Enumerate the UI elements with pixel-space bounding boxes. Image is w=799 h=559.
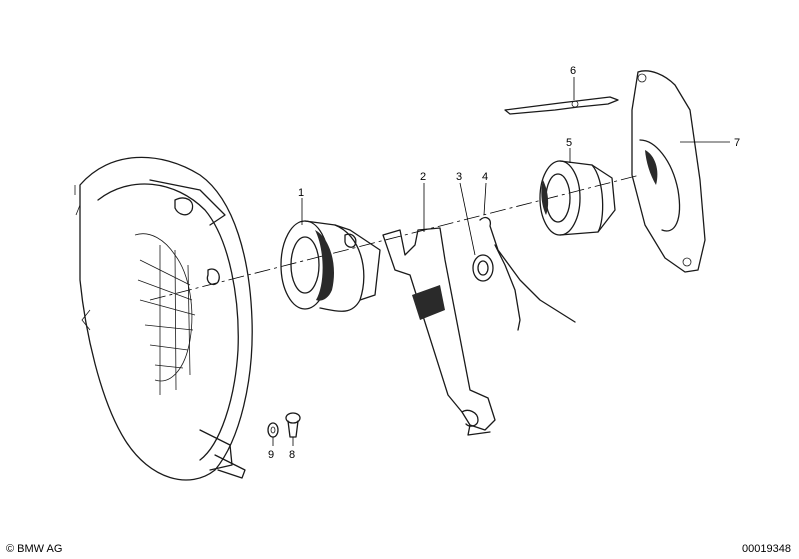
callout-5: 5 bbox=[566, 137, 572, 149]
callout-8: 8 bbox=[289, 449, 295, 461]
callout-7: 7 bbox=[734, 137, 740, 149]
clutch-pressure-plate-drawing bbox=[74, 156, 253, 481]
cover-plate-drawing bbox=[631, 70, 706, 273]
callout-9: 9 bbox=[268, 449, 274, 461]
document-number: 00019348 bbox=[742, 543, 791, 555]
washer-drawing bbox=[267, 422, 279, 438]
copyright-text: © BMW AG bbox=[6, 543, 63, 555]
retaining-spring-drawing bbox=[479, 216, 576, 331]
retaining-clip-drawing bbox=[504, 96, 619, 115]
bushing-drawing bbox=[472, 254, 494, 282]
callout-6: 6 bbox=[570, 65, 576, 77]
callout-2: 2 bbox=[420, 171, 426, 183]
leader-3 bbox=[459, 182, 476, 256]
callout-4: 4 bbox=[482, 171, 488, 183]
bolt-drawing bbox=[285, 412, 301, 438]
leader-4 bbox=[483, 182, 487, 216]
callout-3: 3 bbox=[456, 171, 462, 183]
guide-sleeve-drawing bbox=[539, 160, 616, 236]
callout-1: 1 bbox=[298, 187, 304, 199]
release-fork-drawing bbox=[382, 227, 496, 436]
release-bearing-drawing bbox=[280, 220, 381, 312]
assembly-axis-line bbox=[149, 174, 641, 301]
